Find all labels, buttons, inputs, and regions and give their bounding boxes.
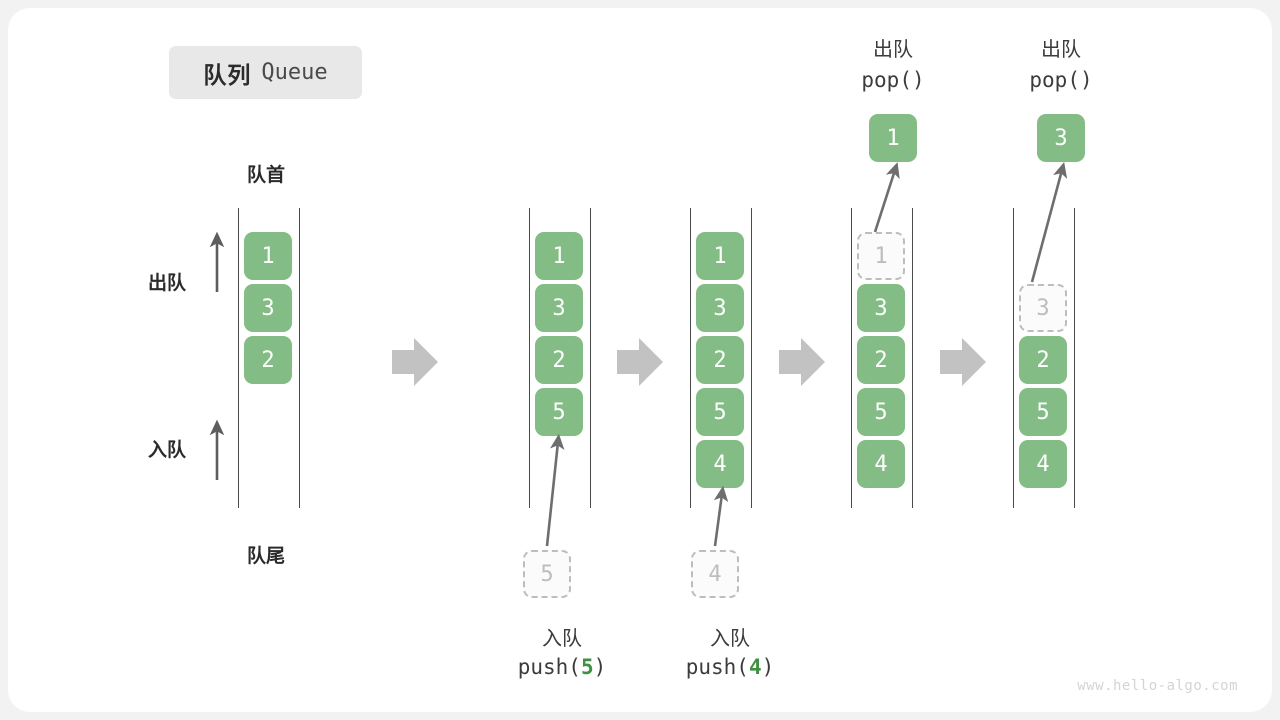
rail-right [299,208,300,508]
code-prefix: push( [517,655,581,679]
caption-enqueue-5-cn: 入队 [542,628,582,650]
incoming-ghost-cell: 4 [691,550,739,598]
code-suffix: ) [761,655,775,679]
queue-cell: 1 [535,232,583,280]
queue-cell: 5 [1019,388,1067,436]
queue-cell: 2 [857,336,905,384]
caption-enqueue-5-code: push(5) [518,655,607,679]
rail-left [1013,208,1014,508]
label-enqueue: 入队 [148,440,187,461]
caption-dequeue-1-code: pop() [861,68,925,92]
rail-left [851,208,852,508]
diagram-card [8,8,1272,712]
outgoing-cell: 3 [1037,114,1085,162]
incoming-ghost-cell: 5 [523,550,571,598]
code-arg: 4 [748,655,762,679]
queue-cell: 1 [244,232,292,280]
queue-cell: 5 [857,388,905,436]
caption-dequeue-3-cn: 出队 [1041,39,1081,61]
caption-dequeue-3-code: pop() [1029,68,1093,92]
queue-cell: 3 [696,284,744,332]
rail-right [1074,208,1075,508]
rail-left [529,208,530,508]
outgoing-cell: 1 [869,114,917,162]
caption-enqueue-4-cn: 入队 [710,628,750,650]
queue-cell-popped-ghost: 3 [1019,284,1067,332]
code-arg: 5 [580,655,594,679]
code-prefix: push( [685,655,749,679]
queue-cell: 4 [1019,440,1067,488]
queue-cell: 3 [535,284,583,332]
queue-cell: 4 [857,440,905,488]
rail-right [590,208,591,508]
queue-cell-pushed: 4 [696,440,744,488]
code-suffix: ) [593,655,607,679]
rail-right [751,208,752,508]
queue-cell: 1 [696,232,744,280]
rail-left [238,208,239,508]
label-dequeue: 出队 [148,273,187,294]
queue-cell-pushed: 5 [535,388,583,436]
label-front: 队首 [246,165,286,186]
queue-cell: 5 [696,388,744,436]
queue-cell: 3 [857,284,905,332]
queue-cell-popped-ghost: 1 [857,232,905,280]
queue-cell: 2 [696,336,744,384]
queue-cell: 3 [244,284,292,332]
label-rear: 队尾 [246,546,286,567]
title-label-cn: 队列 [203,61,252,88]
caption-dequeue-1-cn: 出队 [873,39,913,61]
title-label-en: Queue [261,60,328,85]
caption-enqueue-4-code: push(4) [686,655,775,679]
rail-left [690,208,691,508]
queue-cell: 2 [244,336,292,384]
queue-cell: 2 [535,336,583,384]
queue-cell: 2 [1019,336,1067,384]
rail-right [912,208,913,508]
title-badge: 队列 Queue [169,46,362,99]
watermark: www.hello-algo.com [1077,678,1238,694]
